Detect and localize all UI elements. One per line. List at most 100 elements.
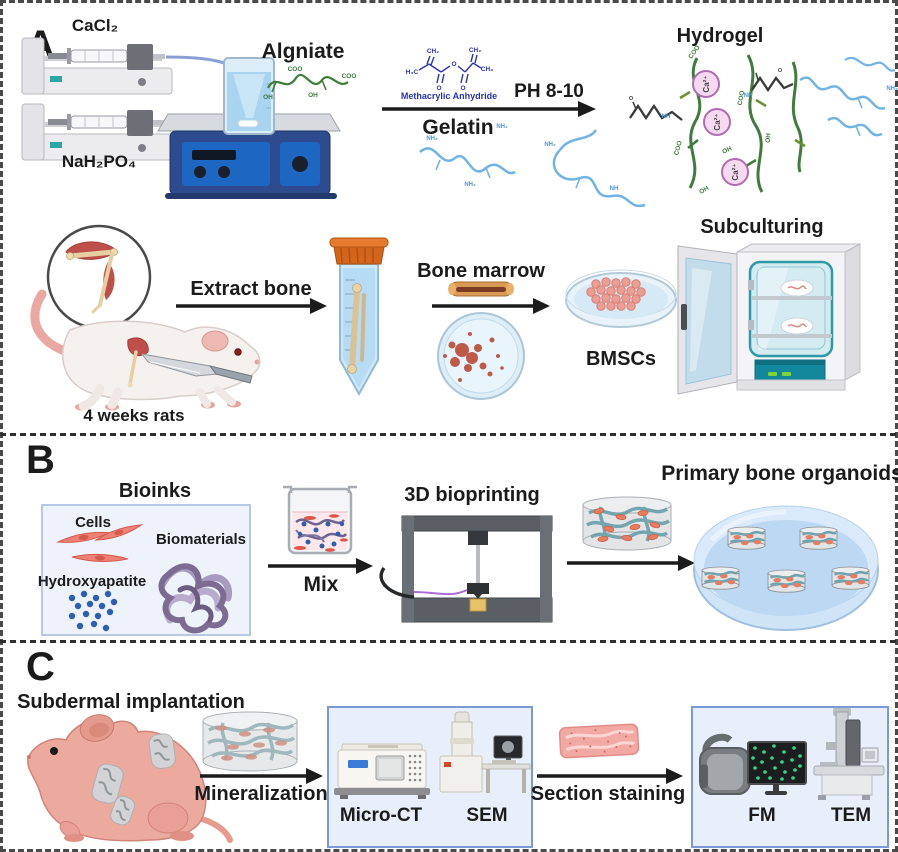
ch2-label: CH₂ — [427, 48, 439, 55]
panel-b: B Bioinks Cells Biomaterials — [26, 438, 898, 636]
hydrogel-network-icon: Ca²⁺ Ca²⁺ Ca²⁺ COO COO COO OH OH OH O O … — [629, 44, 898, 196]
mineralization-label: Mineralization — [194, 783, 327, 805]
exposed-bone-icon — [127, 337, 149, 388]
cells-icon — [56, 524, 144, 562]
mini-organoid-icon — [727, 526, 766, 550]
oh-label: OH — [263, 94, 273, 101]
gelatin-molecule-icon: NH₂ NH — [544, 129, 646, 208]
alginate-molecule-icon: COO OH OH COO — [263, 66, 356, 101]
methacrylic-label: Methacrylic Anhydride — [401, 91, 497, 101]
panel-c-letter: C — [26, 645, 55, 689]
o-label: O — [436, 85, 441, 92]
incubator-dish-icon — [780, 317, 814, 335]
staining-arrow — [537, 768, 683, 784]
gelatin-molecule-icon: NH₂ NH₂ NH₂ — [419, 124, 516, 188]
hydroxyapatite-dots-icon — [68, 590, 118, 632]
ch2-label: CH₂ — [469, 47, 481, 54]
organoids-label: Primary bone organoids — [661, 462, 898, 485]
o-label: O — [629, 96, 634, 102]
scalpel-icon — [140, 353, 253, 384]
panel-c: C Subdermal implantation — [17, 645, 889, 848]
gelatin-label: Gelatin — [422, 116, 493, 139]
oh-label: OH — [765, 133, 773, 144]
mini-organoid-icon — [767, 569, 806, 593]
staining-label: Section staining — [531, 783, 685, 805]
extract-bone-label: Extract bone — [190, 278, 311, 300]
panel-b-letter: B — [26, 438, 55, 482]
nh-label: NH — [744, 93, 753, 99]
methacrylic-anhydride-icon: CH₂ H₃C O O O CH₂ CH₃ — [406, 47, 493, 92]
implant-patch-icon — [91, 763, 124, 804]
biomaterials-icon — [158, 563, 233, 634]
implantation-label: Subdermal implantation — [17, 691, 245, 713]
incubator-dish-icon — [780, 279, 814, 297]
micro-ct-icon — [334, 743, 430, 799]
o-label: O — [460, 85, 465, 92]
cacl2-label: CaCl₂ — [72, 16, 118, 35]
bone-segment-icon — [448, 281, 514, 297]
oh-label: OH — [308, 92, 318, 99]
bone-marrow-arrow — [432, 298, 550, 314]
ch3-label: CH₃ — [481, 66, 493, 73]
coo-label: COO — [342, 73, 357, 80]
crosslink-icon — [751, 75, 794, 93]
ca-label: Ca²⁺ — [702, 75, 711, 92]
implant-patch-icon — [148, 733, 176, 770]
rat-icon — [30, 224, 261, 411]
alginate-label: Algniate — [262, 40, 345, 63]
tem-icon — [813, 708, 885, 800]
implant-patch-icon — [110, 795, 136, 826]
bioprinting-label: 3D bioprinting — [404, 484, 540, 506]
mix-beaker-icon — [283, 485, 357, 555]
nh2-label: NH₂ — [544, 142, 556, 148]
imaging-box-1: Micro-CT SEM — [327, 706, 533, 848]
bmsc-dish-icon — [565, 269, 677, 328]
oh-label: OH — [721, 145, 733, 156]
calcium-ion-icon: Ca²⁺ — [692, 70, 720, 98]
magnifier-circle — [46, 224, 152, 330]
biomaterials-label: Biomaterials — [156, 531, 246, 548]
bioinks-label: Bioinks — [119, 480, 191, 502]
mini-organoid-icon — [701, 566, 740, 590]
incubator-icon — [677, 243, 861, 395]
microct-label: Micro-CT — [340, 805, 423, 826]
nh-label: NH — [610, 186, 619, 192]
falcon-tube-icon — [329, 237, 389, 397]
mix-arrow — [268, 558, 373, 574]
bioprinter-icon — [379, 515, 553, 623]
construct-arrow — [567, 555, 695, 571]
imaging-box-2: FM TEM — [691, 706, 889, 848]
organoids-dish-icon — [693, 505, 879, 631]
fluorescence-microscope-icon — [699, 733, 807, 795]
coo-label: COO — [288, 66, 303, 73]
leg-bone-zoom-icon — [65, 241, 118, 314]
panel-divider-b-c — [0, 640, 898, 643]
calcium-ion-icon: Ca²⁺ — [721, 158, 749, 186]
o-label: O — [451, 61, 456, 68]
ph-label: PH 8-10 — [514, 81, 584, 102]
nh2-label: NH₂ — [426, 136, 438, 142]
sem-icon — [439, 711, 531, 793]
panel-divider-a-b — [0, 433, 898, 436]
ca-label: Ca²⁺ — [713, 113, 722, 130]
nh-label: NH — [662, 114, 671, 120]
ca-label: Ca²⁺ — [731, 163, 740, 180]
mix-label: Mix — [303, 573, 338, 596]
nah2po4-label: NaH₂PO₄ — [62, 152, 136, 171]
organoid-construct-icon — [582, 496, 672, 551]
beaker-icon — [223, 57, 275, 135]
sem-label: SEM — [466, 805, 507, 826]
hydrogel-label: Hydrogel — [677, 25, 764, 47]
crosslink-icon — [629, 103, 683, 121]
panel-a: A CaCl₂ — [21, 16, 898, 425]
hydroxyapatite-label: Hydroxyapatite — [38, 573, 146, 590]
nh2-label: NH₂ — [886, 86, 898, 92]
bone-marrow-label: Bone marrow — [417, 260, 545, 282]
mineralized-construct-icon — [202, 711, 298, 772]
h3c-label: H₃C — [406, 69, 419, 76]
nh2-label: NH₂ — [496, 124, 508, 130]
mini-organoid-icon — [831, 566, 870, 590]
fm-label: FM — [748, 805, 775, 826]
subculturing-label: Subculturing — [700, 216, 823, 238]
